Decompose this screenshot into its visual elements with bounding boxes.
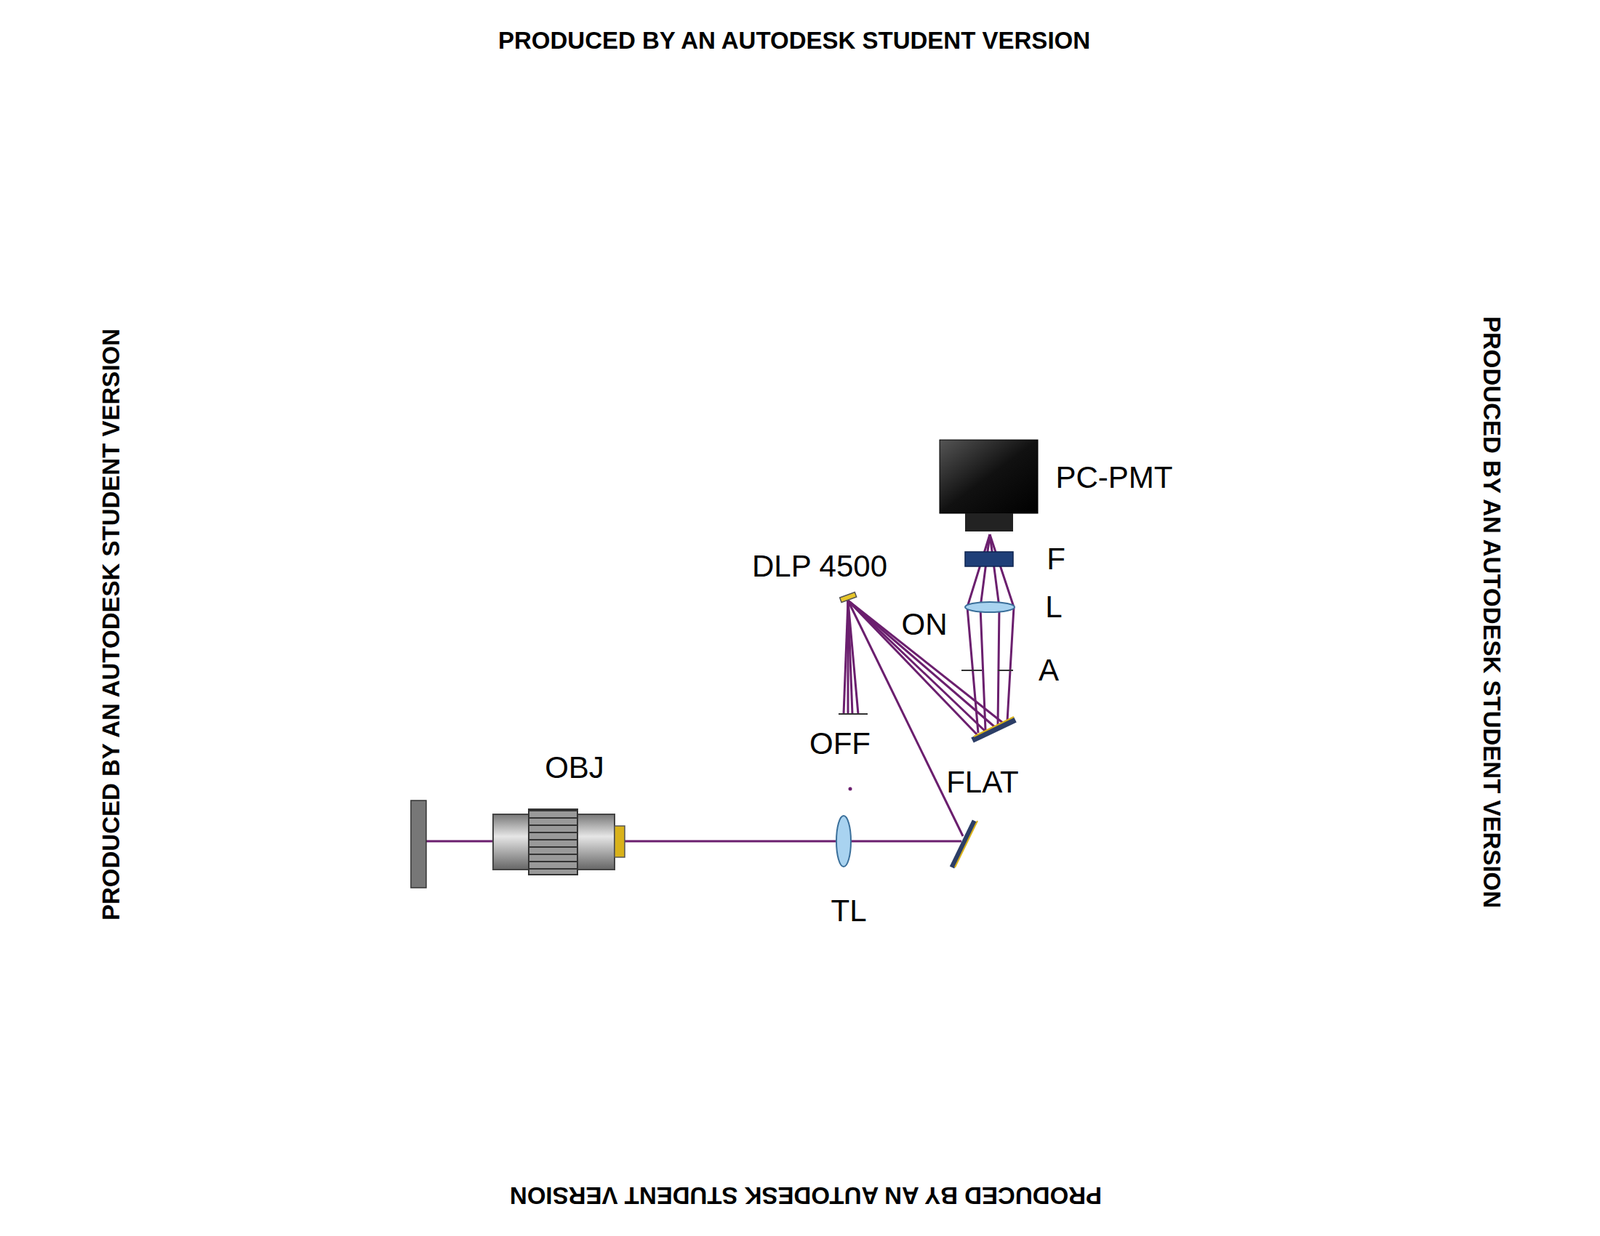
beam-label: OFF <box>809 728 871 760</box>
pmt-window <box>965 513 1014 532</box>
off-dump <box>838 713 868 715</box>
part-label: DLP 4500 <box>752 551 888 582</box>
flat-mirror <box>972 720 1016 741</box>
fold-mirror <box>954 821 978 868</box>
part-label: PC-PMT <box>1056 462 1174 494</box>
beam-label: ON <box>901 609 948 640</box>
part-label: F <box>1046 544 1066 575</box>
objective-knurl <box>528 809 578 875</box>
part-label: OBJ <box>544 752 605 784</box>
part-label: A <box>1038 655 1059 686</box>
fold-mirror <box>952 821 975 868</box>
objective-ring <box>614 826 625 858</box>
tube-lens <box>836 816 851 867</box>
pmt-body <box>939 440 1038 514</box>
watermark: PRODUCED BY AN AUTODESK STUDENT VERSION <box>498 28 1091 53</box>
filter <box>965 552 1014 567</box>
aperture <box>961 669 982 672</box>
dmd-chip <box>840 592 857 603</box>
part-label: L <box>1045 592 1062 623</box>
aperture <box>997 669 1014 672</box>
watermark: PRODUCED BY AN AUTODESK STUDENT VERSION <box>98 328 123 921</box>
beam-paths <box>426 534 1014 842</box>
flat-mirror <box>973 717 1014 737</box>
dot <box>848 787 853 792</box>
watermark: PRODUCED BY AN AUTODESK STUDENT VERSION <box>1480 316 1504 909</box>
part-label: TL <box>830 896 867 927</box>
focusing-lens <box>965 602 1015 613</box>
watermark: PRODUCED BY AN AUTODESK STUDENT VERSION <box>509 1184 1102 1208</box>
sample-plate <box>410 800 427 888</box>
part-label: FLAT <box>946 767 1019 798</box>
